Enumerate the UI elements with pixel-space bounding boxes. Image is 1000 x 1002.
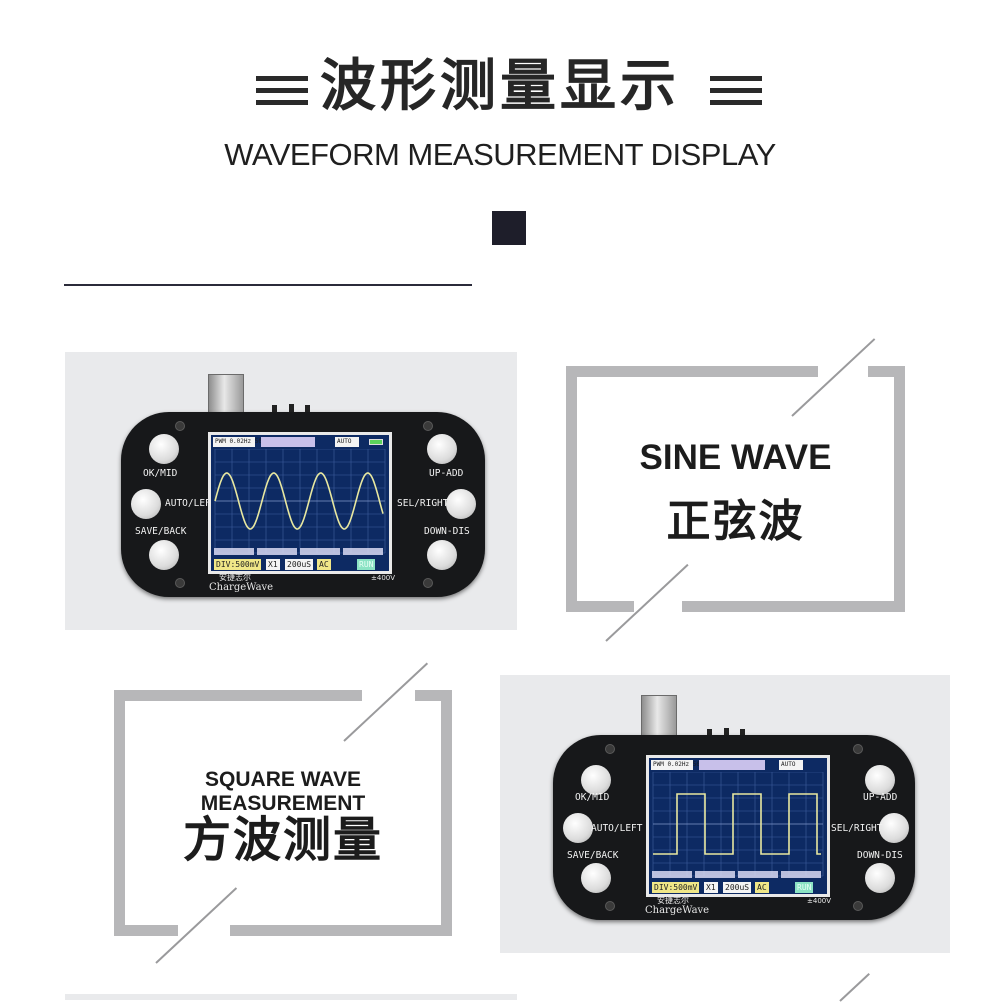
run-readout: RUN [795,882,814,893]
time-readout: 200uS [285,559,314,570]
voltage-label: ±400V [371,574,396,582]
sel-right-label: SEL/RIGHT [831,823,883,834]
up-add-label: UP-ADD [429,468,464,479]
probe-readout: X1 [704,882,718,893]
page-title-en: WAVEFORM MEASUREMENT DISPLAY [224,137,776,172]
sine-device-panel: OK/MID AUTO/LEFT SAVE/BACK UP-ADD SEL/RI… [65,352,517,630]
sel-right-button[interactable] [879,813,909,843]
pwm-readout: PWM 0.02Hz 50% [213,437,266,447]
save-back-button[interactable] [581,863,611,893]
ok-mid-button[interactable] [581,765,611,795]
auto-left-label: AUTO/LEFT [591,823,643,834]
coupling-readout: AC [317,559,331,570]
coupling-readout: AC [755,882,769,893]
voltage-label: ±400V [807,897,832,905]
deco-square-icon [492,211,526,245]
next-panel-edge [65,994,517,1000]
frame-slash-partial [839,972,870,1002]
frame-slash-top [343,662,429,742]
measure-row [652,871,824,878]
sine-wave-title: SINE WAVE [639,438,832,477]
waveform-preview-chip [699,760,765,770]
down-dis-label: DOWN-DIS [424,526,470,537]
oscilloscope-body: OK/MID AUTO/LEFT SAVE/BACK UP-ADD SEL/RI… [553,735,915,920]
battery-icon [369,439,383,445]
square-wave-title: SQUARE WAVE MEASUREMENT [200,768,366,815]
ok-mid-label: OK/MID [143,468,178,479]
down-dis-button[interactable] [865,863,895,893]
sine-wave-title-cn: 正弦波 [666,496,805,547]
page-title-cn: 波形测量显示 [320,54,680,119]
screw-icon [853,744,863,754]
power-switch-2 [289,404,294,414]
ok-mid-button[interactable] [149,434,179,464]
square-device-panel: OK/MID AUTO/LEFT SAVE/BACK UP-ADD SEL/RI… [500,675,950,953]
screw-icon [423,578,433,588]
waveform-preview-chip [261,437,315,447]
square-wave-title-cn: 方波测量 [182,812,383,868]
oscilloscope-body: OK/MID AUTO/LEFT SAVE/BACK UP-ADD SEL/RI… [121,412,485,597]
up-add-button[interactable] [865,765,895,795]
screw-icon [423,421,433,431]
brand-en: ChargeWave [645,905,710,916]
ok-mid-label: OK/MID [575,792,610,803]
screw-icon [175,578,185,588]
power-switch [272,405,277,415]
probe-readout: X1 [266,559,280,570]
screw-icon [605,901,615,911]
screw-icon [605,744,615,754]
sine-trace [214,472,384,530]
save-back-button[interactable] [149,540,179,570]
brand-en: ChargeWave [209,582,274,593]
pwm-readout: PWM 0.02Hz 50% [651,760,704,770]
power-switch [707,729,712,739]
sel-right-button[interactable] [446,489,476,519]
brand-cn: 安捷志尔 [219,573,251,582]
down-dis-button[interactable] [427,540,457,570]
measure-row [214,548,386,555]
power-switch-2 [724,728,729,738]
auto-left-button[interactable] [131,489,161,519]
frame-slash-top [791,338,876,417]
oscilloscope-screen: PWM 0.02Hz 50% AUTO DIV:500mV X1 200uS A… [646,755,830,897]
bnc-probe-jack [641,695,677,741]
oscilloscope-screen: PWM 0.02Hz 50% AUTO DIV:500mV X1 200uS A… [208,432,392,574]
time-readout: 200uS [723,882,752,893]
mode-readout: AUTO [335,437,359,447]
auto-left-label: AUTO/LEFT [165,498,217,509]
div-readout: DIV:500mV [214,559,262,570]
div-readout: DIV:500mV [652,882,700,893]
save-back-label: SAVE/BACK [567,850,619,861]
save-back-label: SAVE/BACK [135,526,187,537]
divider-line [64,284,472,286]
sel-right-label: SEL/RIGHT [397,498,449,509]
mode-readout: AUTO [779,760,803,770]
power-switch-3 [305,405,310,415]
screw-icon [175,421,185,431]
auto-left-button[interactable] [563,813,593,843]
square-trace [653,793,821,855]
right-deco-bars-icon [710,76,762,110]
down-dis-label: DOWN-DIS [857,850,903,861]
screw-icon [853,901,863,911]
brand-cn: 安捷志尔 [657,896,689,905]
power-switch-3 [740,729,745,739]
up-add-label: UP-ADD [863,792,898,803]
run-readout: RUN [357,559,376,570]
up-add-button[interactable] [427,434,457,464]
left-deco-bars-icon [256,76,308,110]
